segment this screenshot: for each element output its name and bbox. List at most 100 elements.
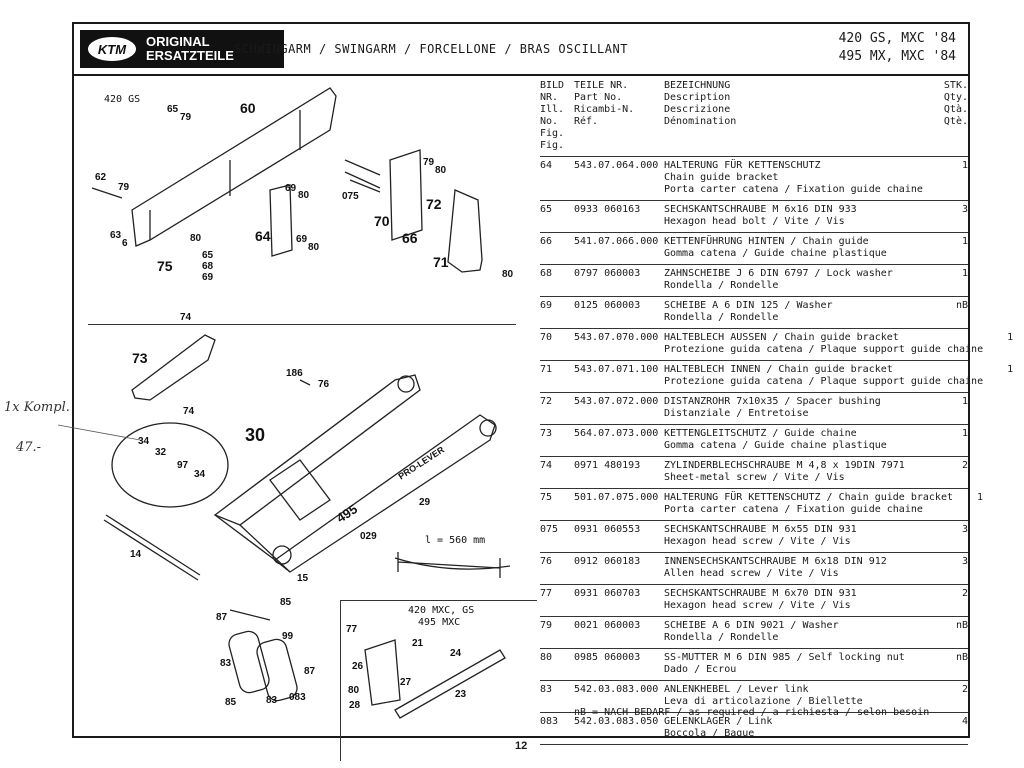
header-col2-line: Part No. — [574, 92, 623, 103]
callout-64: 64 — [255, 228, 271, 244]
callout-80f: 80 — [348, 685, 360, 696]
header-col3-line: BEZEICHNUNG — [664, 80, 731, 91]
callout-79c: 79 — [423, 157, 435, 168]
quantity: nB — [955, 652, 968, 663]
model-list: 420 GS, MXC '84 495 MX, MXC '84 — [839, 30, 956, 66]
fig-number: 72 — [540, 396, 553, 407]
inset-label-2: 495 MXC — [418, 617, 461, 628]
callout-69a: 69 — [202, 272, 214, 283]
description-line: ZAHNSCHEIBE J 6 DIN 6797 / Lock washer — [664, 268, 893, 279]
header-col4: STK.Qty.Qtà.Qtè. — [938, 80, 968, 152]
header-col2-line: Ricambi-N. — [574, 104, 635, 115]
description-line: Porta carter catena / Fixation guide cha… — [664, 504, 923, 515]
dimension-line — [397, 552, 501, 578]
header-col4-line: STK. — [943, 80, 968, 91]
part-number: 543.07.070.000 — [574, 332, 659, 343]
description-line: HALTEBLECH INNEN / Chain guide bracket — [664, 364, 893, 375]
bracket-64-shape — [269, 184, 293, 257]
bracket-70-shape — [389, 149, 423, 241]
part-number: 564.07.073.000 — [574, 428, 659, 439]
quantity: 1 — [961, 396, 968, 407]
header-col1-line: Fig. — [540, 140, 565, 151]
callout-76: 76 — [318, 379, 330, 390]
chain-guard-shape — [131, 87, 337, 247]
header-col4-line: Qtè. — [943, 116, 968, 127]
part-number: 0931 060553 — [574, 524, 641, 535]
callout-083: 083 — [289, 692, 306, 703]
quantity: 3 — [961, 524, 968, 535]
description-line: Protezione guida catena / Plaque support… — [664, 376, 984, 387]
description: ZYLINDERBLECHSCHRAUBE M 4,8 x 19DIN 7971… — [664, 460, 938, 484]
side-stand-inset-frame — [340, 600, 537, 761]
callout-34b: 34 — [194, 469, 206, 480]
callout-77: 77 — [346, 624, 358, 635]
part-number: 543.07.072.000 — [574, 396, 659, 407]
swingarm-lower-arm — [273, 414, 496, 573]
callout-80a: 80 — [190, 233, 202, 244]
header-col4-line: Qtà. — [943, 104, 968, 115]
header-col1: BILD NR.Ill. No.Fig.Fig. — [540, 80, 574, 152]
description-line: Hexagon head screw / Vite / Vis — [664, 600, 851, 611]
fig-number: 69 — [540, 300, 553, 311]
bearing-detail-circle — [111, 422, 229, 508]
callout-85b: 85 — [225, 697, 237, 708]
callout-65b: 65 — [202, 250, 214, 261]
callout-60: 60 — [240, 100, 256, 116]
callout-27: 27 — [400, 677, 412, 688]
description-line: Boccola / Bague — [664, 728, 755, 739]
fig-number: 83 — [540, 684, 553, 695]
header-col1-line: Ill. No. — [540, 104, 565, 127]
description-line: Porta carter catena / Fixation guide cha… — [664, 184, 923, 195]
callout-30: 30 — [245, 425, 266, 445]
fig-number: 80 — [540, 652, 553, 663]
description-line: Gomma catena / Guide chaine plastique — [664, 248, 887, 259]
description-line: HALTEBLECH AUSSEN / Chain guide bracket — [664, 332, 899, 343]
callout-99: 99 — [282, 631, 294, 642]
quantity: 1 — [1007, 364, 1014, 375]
description-line: INNENSECHSKANTSCHRAUBE M 6x18 DIN 912 — [664, 556, 887, 567]
fig-number: 66 — [540, 236, 553, 247]
callout-75: 75 — [157, 258, 173, 274]
description-line: Rondella / Rondelle — [664, 280, 779, 291]
description-line: Rondella / Rondelle — [664, 632, 779, 643]
logo-line-1: ORIGINAL — [146, 34, 210, 49]
fig-number: 71 — [540, 364, 553, 375]
description-line: GELENKLAGER / Link — [664, 716, 773, 727]
parts-sheet: KTM ORIGINAL ERSATZTEILE SCHWINGARM / SW… — [72, 22, 1013, 761]
part-number: 0021 060003 — [574, 620, 641, 631]
fig-number: 65 — [540, 204, 553, 215]
callout-68: 68 — [202, 261, 214, 272]
header-col2: TEILE NR.Part No.Ricambi-N.Réf. — [574, 80, 664, 152]
callout-72: 72 — [426, 196, 442, 212]
quantity: 2 — [961, 684, 968, 695]
fig-number: 77 — [540, 588, 553, 599]
callout-28: 28 — [349, 700, 361, 711]
quantity: 3 — [961, 556, 968, 567]
callout-80b: 80 — [298, 190, 310, 201]
description-line: HALTERUNG FÜR KETTENSCHUTZ / Chain guide… — [664, 492, 953, 503]
callout-075: 075 — [342, 191, 359, 202]
description-line: Leva di articolazione / Biellette — [664, 696, 863, 707]
description-line: SCHEIBE A 6 DIN 9021 / Washer — [664, 620, 839, 631]
handwritten-note-price: 47.- — [16, 440, 42, 455]
callout-80e: 80 — [502, 269, 514, 280]
callout-14: 14 — [130, 549, 142, 560]
model-line-1: 420 GS, MXC '84 — [838, 31, 956, 46]
part-number: 0931 060703 — [574, 588, 641, 599]
quantity: 1 — [961, 160, 968, 171]
description-line: Protezione guida catena / Plaque support… — [664, 344, 984, 355]
